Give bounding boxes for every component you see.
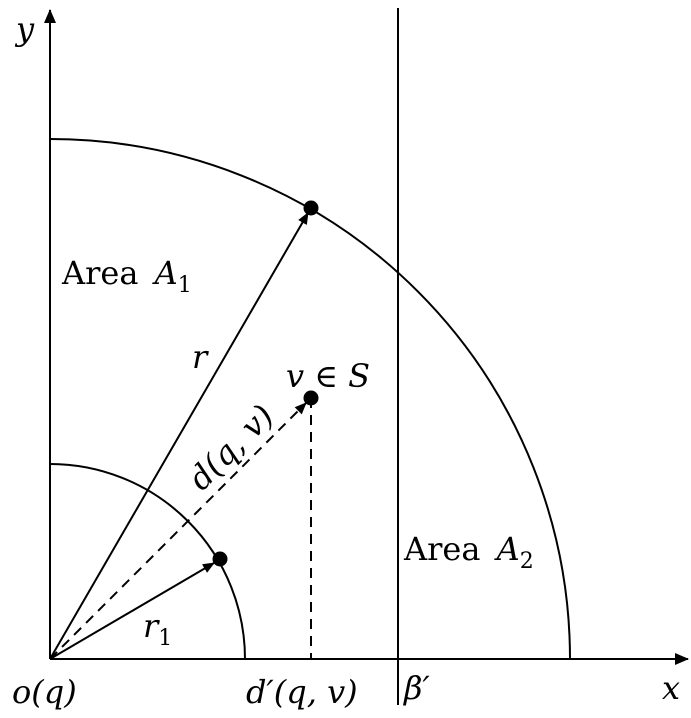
r1-label: r1 [143, 607, 172, 651]
r1-vector [49, 562, 215, 660]
area-a2-label: Area A2 [403, 530, 534, 574]
d-prime-label: d′(q, v) [246, 673, 358, 711]
r-label: r [192, 338, 209, 376]
origin-label: o(q) [12, 673, 77, 711]
r-vector [49, 212, 309, 660]
beta-prime-label: β′ [403, 669, 431, 707]
y-axis-label: y [14, 10, 35, 48]
x-axis-label: x [662, 669, 680, 707]
inner-point [212, 551, 228, 567]
d-qv-vector [49, 402, 307, 660]
outer-point [303, 200, 319, 216]
point-v [303, 390, 319, 406]
v-in-s-label: v ∈ S [286, 357, 370, 395]
d-qv-label: d(q, v) [181, 397, 282, 498]
outer-arc [49, 138, 571, 660]
area-a1-label: Area A1 [61, 254, 192, 298]
